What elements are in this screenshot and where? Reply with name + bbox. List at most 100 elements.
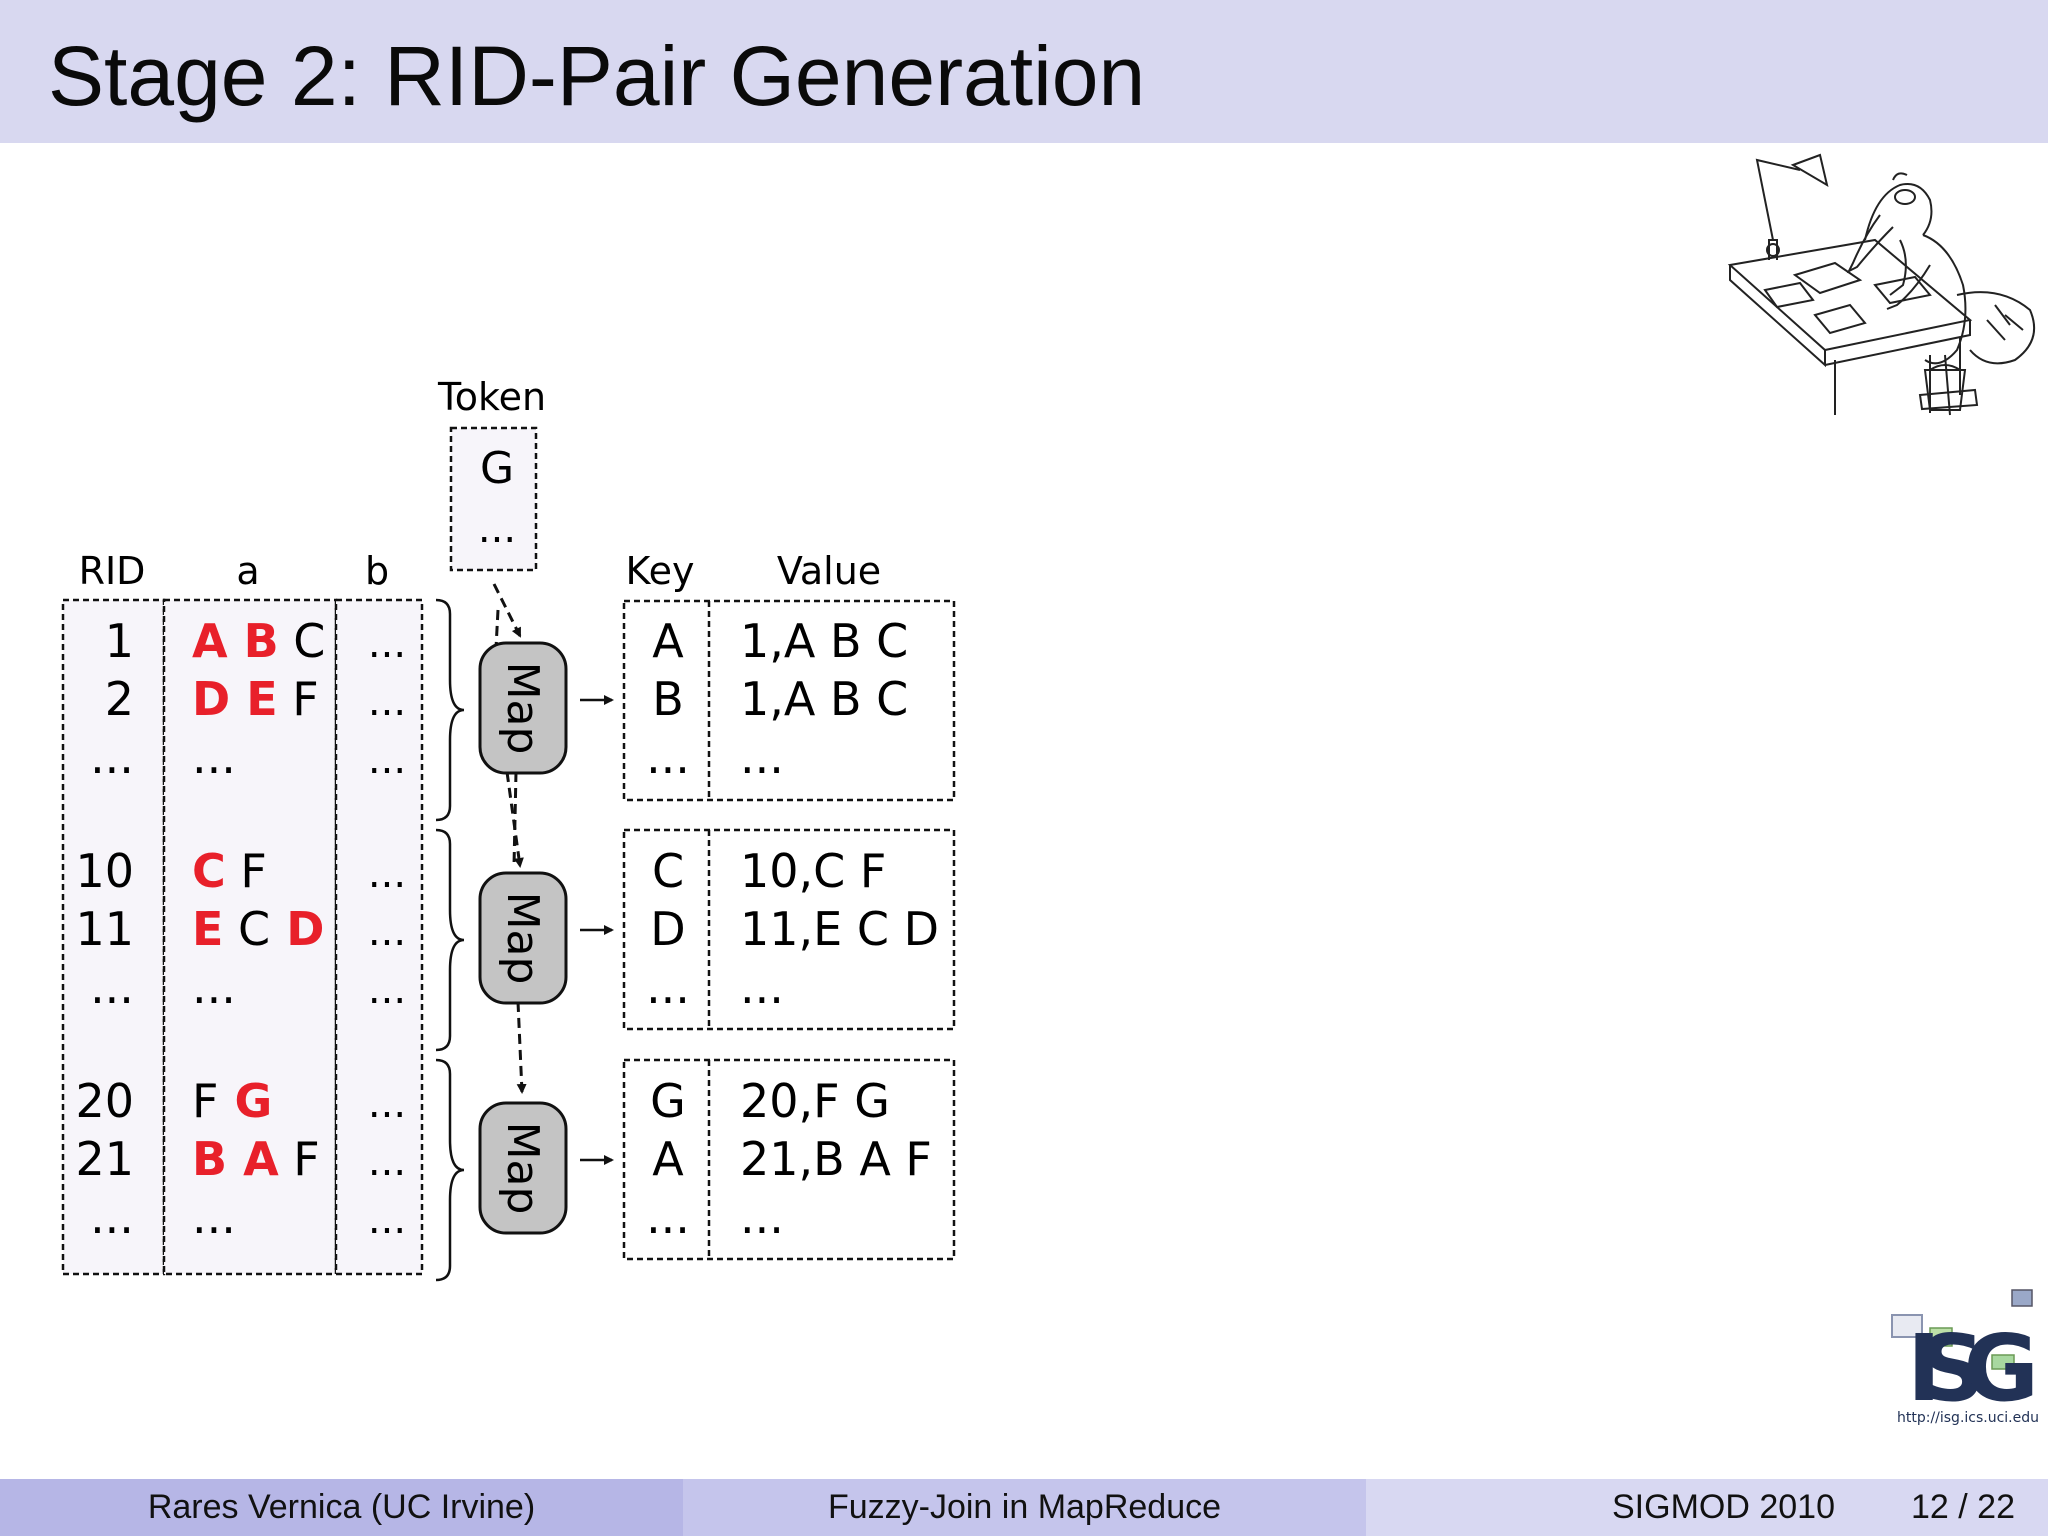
- map2-to-map3-arrow: [516, 1001, 527, 1094]
- token: F: [279, 1132, 320, 1186]
- highlighted-token: E: [230, 672, 277, 726]
- highlighted-token: B: [228, 614, 279, 668]
- attr-b-cell: ...: [368, 1139, 406, 1185]
- footer-author: Rares Vernica (UC Irvine): [0, 1479, 683, 1536]
- token-label: Token: [437, 375, 546, 419]
- title-bar: Stage 2: RID-Pair Generation: [0, 0, 2048, 143]
- highlighted-token: G: [218, 1074, 272, 1128]
- highlighted-token: A: [227, 1132, 279, 1186]
- output-key-cell: ...: [646, 960, 690, 1014]
- isg-logo-image: ISG http://isg.ics.uci.edu: [1891, 1289, 2048, 1426]
- rid-cell: 21: [75, 1132, 134, 1186]
- attr-b-cell: ...: [368, 909, 406, 955]
- brace-3: [435, 1058, 465, 1282]
- map-box-3: Map: [478, 1101, 568, 1235]
- isg-logo-url: http://isg.ics.uci.edu: [1897, 1410, 2039, 1426]
- output-box-2: [622, 828, 956, 1031]
- token: ...: [192, 730, 236, 784]
- highlighted-token: D: [192, 672, 230, 726]
- attr-a-cell: B A F: [192, 1132, 320, 1186]
- attr-a-cell: ...: [192, 960, 236, 1014]
- token-entry-dash: [494, 609, 500, 649]
- output-value-cell: ...: [740, 960, 784, 1014]
- highlighted-token: C: [192, 844, 226, 898]
- map1-to-map2-dash: [512, 771, 518, 867]
- attr-b-cell: ...: [368, 679, 406, 725]
- token: F: [226, 844, 267, 898]
- attr-a-cell: A B C: [192, 614, 325, 668]
- output-value-cell: 1,A B C: [740, 614, 908, 668]
- footer-talk: Fuzzy-Join in MapReduce: [683, 1479, 1366, 1536]
- token: F: [192, 1074, 218, 1128]
- input-col-a: [162, 598, 338, 1276]
- output-key-cell: ...: [646, 1190, 690, 1244]
- rid-cell: 20: [75, 1074, 134, 1128]
- header-value: Value: [777, 549, 881, 593]
- token: C: [279, 614, 326, 668]
- rid-cell: ...: [90, 1190, 134, 1244]
- output-box-1: [622, 599, 956, 802]
- output-value-cell: ...: [740, 730, 784, 784]
- token: C: [223, 902, 270, 956]
- output-key-cell: B: [652, 672, 684, 726]
- attr-b-cell: ...: [368, 621, 406, 667]
- output-value-cell: 21,B A F: [740, 1132, 932, 1186]
- highlighted-token: E: [192, 902, 223, 956]
- output-key-cell: A: [652, 1132, 684, 1186]
- output-value-cell: ...: [740, 1190, 784, 1244]
- highlighted-token: D: [270, 902, 324, 956]
- attr-a-cell: ...: [192, 730, 236, 784]
- brace-1: [435, 598, 465, 822]
- attr-a-cell: F G: [192, 1074, 272, 1128]
- rid-cell: ...: [90, 730, 134, 784]
- map-label-3: Map: [497, 1122, 548, 1215]
- footer-right: SIGMOD 2010 12 / 22: [1366, 1479, 2048, 1536]
- token-box: [449, 426, 538, 572]
- highlighted-token: B: [192, 1132, 227, 1186]
- attr-a-cell: E C D: [192, 902, 324, 956]
- attr-b-cell: ...: [368, 851, 406, 897]
- token: ...: [192, 1190, 236, 1244]
- output-value-cell: 1,A B C: [740, 672, 908, 726]
- header-b: b: [365, 549, 389, 593]
- attr-b-cell: ...: [368, 737, 406, 783]
- brace-2: [435, 828, 465, 1052]
- input-col-rid: [61, 598, 166, 1276]
- footer-talk-text: Fuzzy-Join in MapReduce: [827, 1488, 1222, 1526]
- footer-venue: SIGMOD 2010: [1612, 1488, 1835, 1526]
- token-ellipsis: ...: [478, 506, 516, 552]
- attr-a-cell: C F: [192, 844, 267, 898]
- rid-cell: 2: [105, 672, 134, 726]
- rid-cell: ...: [90, 960, 134, 1014]
- output-key-cell: ...: [646, 730, 690, 784]
- map1-to-map2-arrow: [505, 771, 524, 868]
- output-value-cell: 11,E C D: [740, 902, 939, 956]
- output-key-cell: C: [652, 844, 684, 898]
- input-col-b: [334, 598, 424, 1276]
- header-key: Key: [626, 549, 695, 593]
- header-rid: RID: [79, 549, 146, 593]
- token: ...: [192, 960, 236, 1014]
- token: F: [278, 672, 319, 726]
- attr-b-cell: ...: [368, 1081, 406, 1127]
- output-key-cell: A: [652, 614, 684, 668]
- slide-title: Stage 2: RID-Pair Generation: [48, 29, 1146, 123]
- anteater-mascot-image: [1727, 153, 2035, 416]
- output-value-cell: 20,F G: [740, 1074, 890, 1128]
- attr-a-cell: ...: [192, 1190, 236, 1244]
- attr-b-cell: ...: [368, 967, 406, 1013]
- map-label-2: Map: [497, 892, 548, 985]
- output-box-3: [622, 1058, 956, 1261]
- footer-page-number: 12 / 22: [1911, 1488, 2015, 1526]
- attr-a-cell: D E F: [192, 672, 319, 726]
- highlighted-token: A: [192, 614, 228, 668]
- output-value-cell: 10,C F: [740, 844, 886, 898]
- footer: Rares Vernica (UC Irvine) Fuzzy-Join in …: [0, 1479, 2048, 1536]
- output-key-cell: G: [650, 1074, 686, 1128]
- attr-b-cell: ...: [368, 1197, 406, 1243]
- footer-author-text: Rares Vernica (UC Irvine): [147, 1488, 536, 1526]
- isg-logo-letters: ISG: [1907, 1315, 2032, 1422]
